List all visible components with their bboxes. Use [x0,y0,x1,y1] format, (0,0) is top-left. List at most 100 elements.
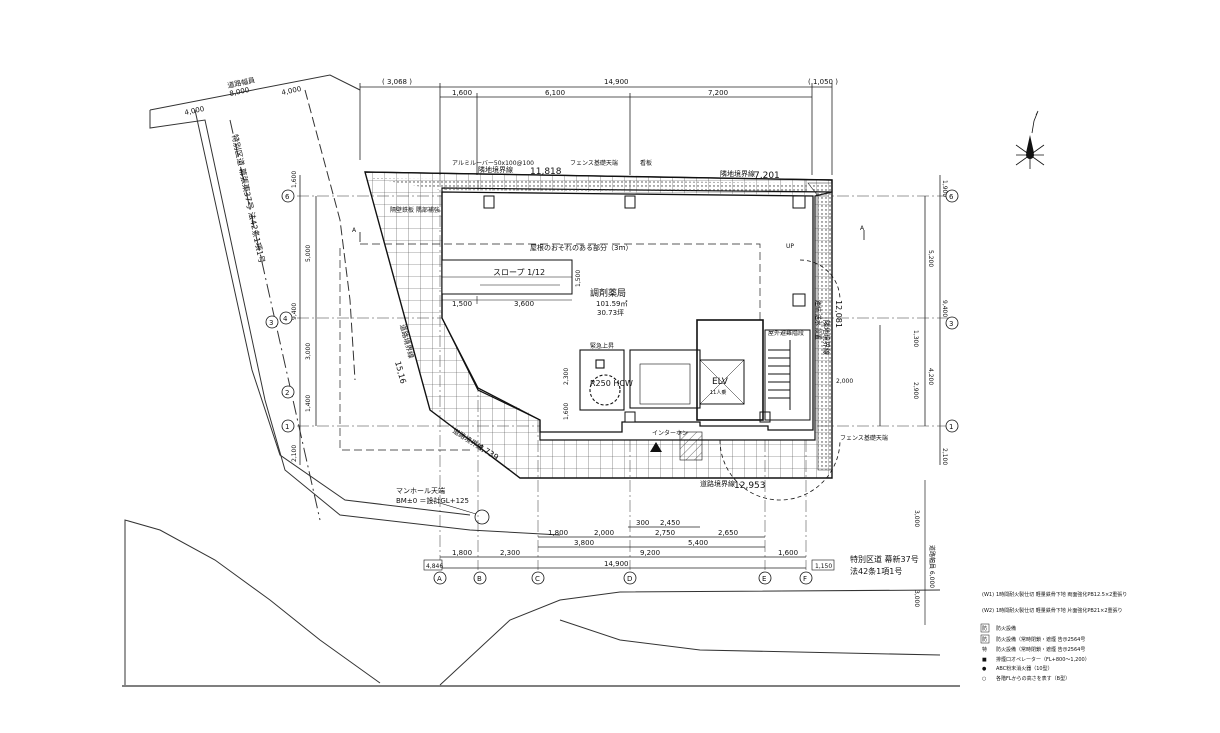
wc-label: R250 HCW [590,379,633,388]
road-width-value: 8,000 [229,86,250,98]
svg-text:D: D [627,575,632,583]
svg-text:防火設備: 防火設備 [996,625,1016,632]
overhang-note: 屋根のおそれのある部分（3ｍ） [530,243,632,252]
bottom-dim-r1b-1: 2,450 [660,519,680,527]
svg-text:防火設備（常時閉鎖・遮煙 告示2564号: 防火設備（常時閉鎖・遮煙 告示2564号 [996,636,1085,643]
svg-text:6: 6 [949,193,954,201]
bottom-dimensions [440,526,806,569]
bottom-dim-r1-1: 2,000 [594,529,614,537]
svg-text:(W1): (W1) [982,592,994,598]
right-dim-total: 9,400 [941,300,948,317]
svg-text:A: A [437,575,442,583]
legend-item: 防 防火設備 [980,623,1016,633]
room-area-2: 30.73坪 [597,309,624,317]
top-dim-1: 1,600 [452,89,472,97]
building-outline [441,191,814,433]
road-dim-right: 4,000 [281,85,302,97]
svg-text:各階FLからの高さを表す（B型）: 各階FLからの高さを表す（B型） [996,675,1070,682]
wind-note: 隔壁鉄板 隅部補強 [390,206,440,214]
svg-text:防: 防 [982,636,987,643]
dim-3600: 3,600 [514,300,534,308]
north-arrow-icon [1015,110,1045,169]
east-boundary: 隣地境界線 [822,320,831,355]
svg-text:1時間耐火製仕切 軽量鉄骨下地 両面強化PB12.5×2重張: 1時間耐火製仕切 軽量鉄骨下地 両面強化PB12.5×2重張り [996,591,1127,598]
top-dimensions [359,83,833,175]
svg-text:1: 1 [285,423,289,431]
manhole [429,499,490,525]
overhang-line [339,243,761,451]
entrance-mat [650,431,703,461]
right-dim-a: 5,200 [927,250,934,267]
road-left [122,74,960,687]
top-dim-3: 7,200 [708,89,728,97]
room-area-1: 101.59㎡ [596,300,628,308]
left-dimensions [299,175,317,465]
east-boundary-len: 12,081 [834,300,843,328]
road-dim-left: 4,000 [184,105,205,117]
left-dim-b: 3,000 [305,343,312,360]
aluminum-note: アルミルーバー50x100@100 [452,160,534,167]
fence-right-note: フェンス基礎天端 [840,434,888,442]
svg-text:6: 6 [285,193,290,201]
manhole-label: マンホール天端 [396,486,445,495]
bottom-dim-r1b-0: 300 [636,519,649,527]
legend: (W1) 1時間耐火製仕切 軽量鉄骨下地 両面強化PB12.5×2重張り (W2… [980,591,1127,682]
right-dimensions [879,175,941,465]
grid-bubbles [265,189,959,585]
section-marker-right: A [860,225,865,232]
legend-item: (W2) 1時間耐火製仕切 軽量鉄骨下地 片面強化PB21×2重張り [982,607,1123,614]
legend-item: ○ 各階FLからの高さを表す（B型） [982,675,1070,682]
bottom-right-box [811,559,835,571]
right-dim-top: 1,900 [941,180,948,197]
bottom-dim-left-small: 4,846 [426,563,443,570]
right-dim-b: 1,300 [912,330,919,347]
road-top-dims: 道路幅員 8,000 4,000 4,000 特別区道 幕張東37号 法42条1… [184,75,302,264]
room-name: 調剤薬局 [590,287,626,299]
svg-text:防火設備（常時閉鎖・遮煙 告示2564号: 防火設備（常時閉鎖・遮煙 告示2564号 [996,646,1085,653]
section-marker-left: A [352,227,357,234]
bottom-dim-r3-3: 1,600 [778,549,798,557]
right-dim-bottom: 2,100 [941,448,948,465]
svg-text:F: F [803,575,807,583]
bottom-dim-r3-0: 1,800 [452,549,472,557]
north-boundary: 隣地境界線 [478,165,513,174]
road-right-label: 道路幅員 6,000 [928,545,936,588]
svg-text:排煙口オペレーター（FL+800〜1,200）: 排煙口オペレーター（FL+800〜1,200） [996,656,1090,663]
site-paving [364,171,833,479]
left-dim-top: 1,600 [291,171,298,188]
top-dim-2: 6,100 [545,89,565,97]
svg-text:3: 3 [269,319,273,327]
stairs [764,329,811,421]
road-right-lower-dim: 3,000 [913,590,920,607]
road-bottom-label-2: 法42条1項1号 [850,566,902,576]
hydrant-label: 連結 送水 設置 [814,300,822,340]
svg-text:3: 3 [949,320,953,328]
legend-item: ● ABC粉末消火器（10型） [982,665,1053,672]
legend-item: (W1) 1時間耐火製仕切 軽量鉄骨下地 両面強化PB12.5×2重張り [982,591,1127,598]
svg-text:(W2): (W2) [982,608,994,614]
bottom-dim-right-small: 1,150 [815,563,832,570]
svg-text:防: 防 [982,625,987,632]
svg-text:B: B [477,575,482,583]
north-boundary-len: 11,818 [530,167,562,177]
legend-item: 防 防火設備（常時閉鎖・遮煙 告示2564号 [980,634,1085,644]
top-dim-paren-left: ( 3,068 ) [382,78,412,86]
svg-text:●: ● [982,666,987,672]
top-dim-paren-right: ( 1,050 ) [808,78,838,86]
top-dim-total: 14,900 [604,78,629,86]
left-dim-total: 9,400 [291,303,298,320]
slope-dim: 1,500 [575,270,582,287]
svg-text:E: E [762,575,766,583]
svg-text:ABC粉末消火器（10型）: ABC粉末消火器（10型） [996,665,1053,672]
left-dim-bottom: 2,100 [291,445,298,462]
svg-text:■: ■ [982,657,987,663]
bottom-dim-r2-0: 3,800 [574,539,594,547]
dim-1600: 1,600 [563,403,570,420]
elv-label: ELV [712,377,729,387]
wc-top-note: 緊急上昇 [590,342,614,350]
left-dim-c: 1,400 [305,395,312,412]
bottom-dim-r1-3: 2,650 [718,529,738,537]
south-boundary: 道路境界線 [700,479,735,488]
bottom-dim-r2-1: 5,400 [688,539,708,547]
